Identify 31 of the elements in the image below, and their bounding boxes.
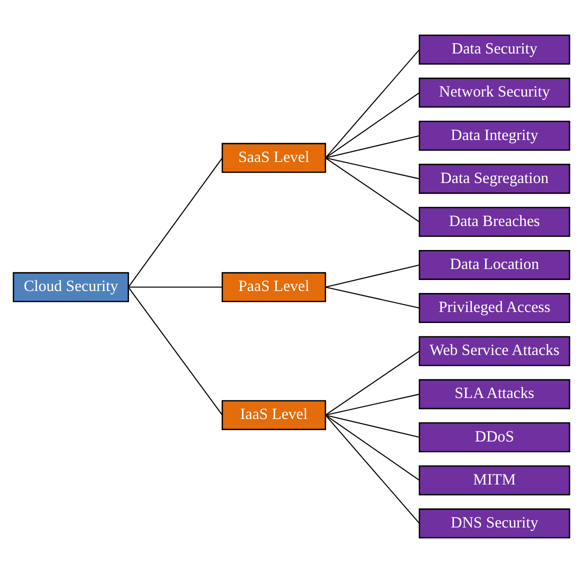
node-box: Data Segregation [418,164,570,194]
node-box: PaaS Level [222,272,326,302]
connector [325,158,420,222]
connector [325,157,420,180]
node-box: Privileged Access [418,293,570,324]
node-box: Data Security [418,34,570,65]
node-box: Cloud Security [12,272,129,302]
node-box: MITM [418,465,570,496]
node-box: Data Location [418,250,570,280]
connector [325,414,420,438]
node-box: Data Breaches [418,206,570,237]
node-box: SaaS Level [222,142,326,173]
connector [128,286,222,288]
node-box: Data Integrity [418,120,570,151]
connector [325,286,420,309]
connector [325,135,420,158]
node-box: IaaS Level [222,400,326,430]
connector [128,286,223,416]
node-box: Web Service Attacks [418,336,570,366]
connector [325,49,420,158]
connector [325,264,420,288]
node-box: DDoS [418,422,570,452]
connector [325,394,420,416]
node-box: SLA Attacks [418,379,570,410]
connector [128,158,223,288]
connector [325,414,420,481]
connector [325,92,420,158]
node-box: Network Security [418,78,570,108]
node-box: DNS Security [418,508,570,538]
connector [325,414,420,524]
connector [325,350,420,416]
